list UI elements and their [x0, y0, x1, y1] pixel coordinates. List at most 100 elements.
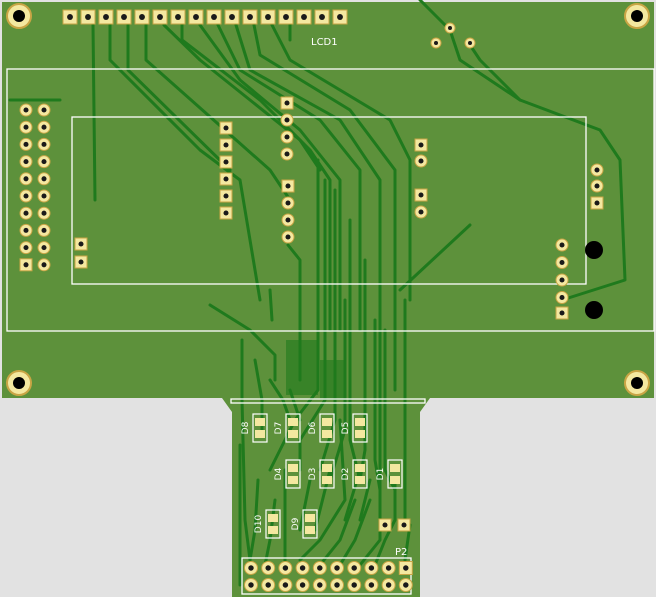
pad-drill — [403, 582, 409, 588]
led-pad-anode — [268, 514, 278, 522]
pad-drill — [418, 158, 424, 164]
mounting-hole-drill — [631, 377, 643, 389]
led-pad-cathode — [288, 430, 298, 438]
pad-drill — [78, 259, 84, 265]
pad-drill — [41, 159, 47, 165]
led-pad-cathode — [268, 526, 278, 534]
pad-drill — [351, 582, 357, 588]
led-d8: D8 — [241, 413, 268, 443]
led-designator: D8 — [241, 421, 251, 434]
pad-drill — [418, 209, 424, 215]
lcd-mounting-hole — [585, 301, 603, 319]
led-designator: D3 — [308, 468, 318, 481]
led-pad-anode — [288, 464, 298, 472]
led-pad-anode — [305, 514, 315, 522]
pad-drill — [223, 125, 229, 131]
pad-drill — [41, 193, 47, 199]
pad-drill — [23, 124, 29, 130]
via-drill — [434, 41, 438, 45]
pad-drill — [418, 192, 424, 198]
trace — [358, 478, 372, 522]
led-designator: D10 — [254, 515, 264, 534]
led-pad-cathode — [305, 526, 315, 534]
trace — [252, 23, 397, 392]
pad-drill — [284, 117, 290, 123]
trace — [234, 23, 382, 332]
pad-drill — [103, 14, 109, 20]
led-d10: D10 — [254, 509, 281, 539]
pad-drill — [23, 227, 29, 233]
trace — [268, 288, 274, 322]
pad-drill — [284, 151, 290, 157]
trace — [298, 478, 312, 532]
led-outline — [352, 459, 368, 489]
via-drill — [468, 41, 472, 45]
trace — [318, 498, 357, 567]
led-pad-cathode — [255, 430, 265, 438]
trace — [240, 338, 252, 562]
pad-drill — [385, 582, 392, 588]
led-designator: D9 — [291, 517, 301, 530]
pad-drill — [193, 14, 199, 20]
pad-drill — [139, 14, 145, 20]
led-designator: D7 — [274, 422, 284, 435]
pad-drill — [368, 582, 375, 588]
pad-drill — [121, 14, 127, 20]
pad-drill — [301, 14, 307, 20]
trace — [216, 23, 362, 332]
led-outline — [319, 413, 335, 443]
pad-drill — [385, 565, 392, 571]
trace — [398, 223, 472, 292]
pad-drill — [265, 565, 271, 571]
pad-drill — [284, 134, 290, 140]
pad-drill — [319, 14, 325, 20]
led-designator: D5 — [341, 422, 351, 435]
trace — [298, 418, 347, 562]
trace — [268, 158, 320, 472]
trace — [162, 23, 322, 172]
pad-drill — [334, 565, 340, 571]
pad-drill — [299, 565, 306, 571]
lcd-designator: LCD1 — [311, 37, 338, 48]
pad-drill — [337, 14, 343, 20]
trace — [328, 298, 347, 482]
led-designator: D6 — [308, 421, 318, 434]
pad-drill — [594, 183, 600, 189]
pad-drill — [41, 124, 47, 130]
pad-drill — [285, 200, 291, 206]
pad-drill — [23, 107, 29, 113]
pad-drill — [594, 200, 600, 206]
led-designator: D2 — [341, 468, 351, 481]
pad-drill — [78, 241, 84, 247]
led-pad-anode — [322, 418, 332, 426]
lcd-outline-inner — [71, 116, 587, 285]
pad-drill — [247, 14, 253, 20]
led-d9: D9 — [291, 509, 318, 539]
led-d7: D7 — [274, 413, 301, 443]
trace — [126, 23, 232, 172]
trace — [373, 318, 382, 492]
led-d2: D2 — [341, 459, 368, 489]
trace — [270, 23, 412, 302]
pad-drill — [23, 141, 29, 147]
led-pad-anode — [288, 418, 298, 426]
pad-drill — [41, 210, 47, 216]
led-pad-anode — [390, 464, 400, 472]
led-pad-cathode — [355, 430, 365, 438]
pad-drill — [41, 245, 47, 251]
trace — [468, 43, 522, 102]
led-outline — [285, 459, 301, 489]
pad-drill — [41, 227, 47, 233]
pad-drill — [223, 193, 229, 199]
pad-drill — [299, 582, 306, 588]
led-pad-cathode — [355, 476, 365, 484]
pad-drill — [223, 176, 229, 182]
led-designator: D1 — [376, 468, 386, 481]
pad-drill — [211, 14, 217, 20]
led-pad-cathode — [390, 476, 400, 484]
lcd-mounting-hole — [585, 241, 603, 259]
trace — [358, 328, 382, 567]
pad-drill — [265, 582, 271, 588]
trace — [318, 188, 337, 472]
pad-drill — [285, 217, 291, 223]
